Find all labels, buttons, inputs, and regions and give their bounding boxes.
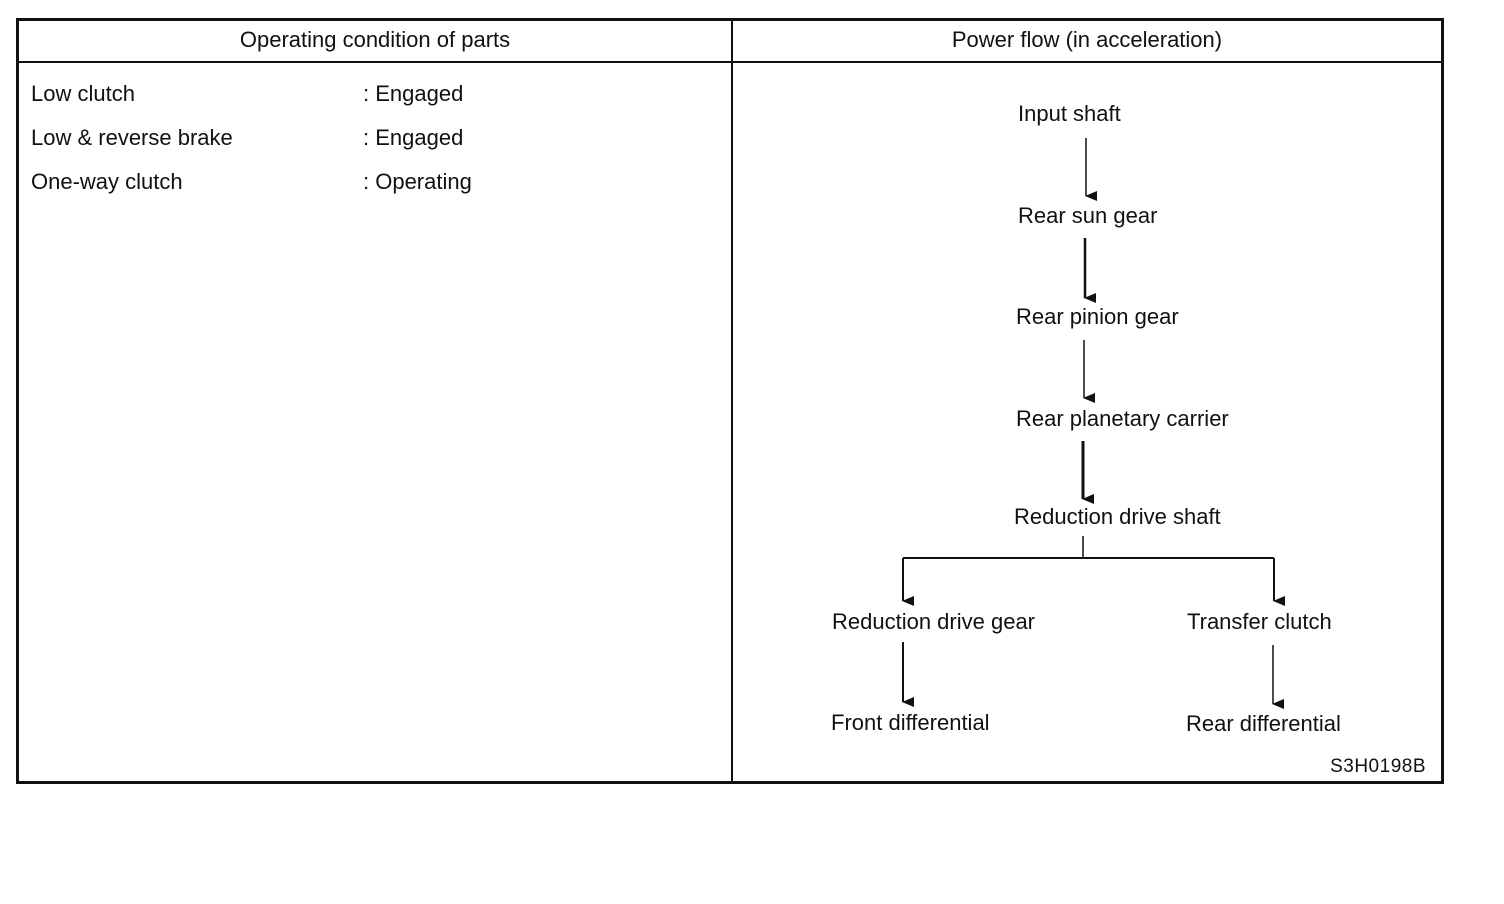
node-front-differential: Front differential: [831, 710, 990, 735]
condition-state: : Engaged: [363, 125, 464, 150]
node-rear-pinion-gear: Rear pinion gear: [1016, 304, 1179, 329]
power-flow-header: Power flow (in acceleration): [951, 27, 1223, 52]
figure-code: S3H0198B: [1330, 756, 1426, 777]
node-input-shaft: Input shaft: [1018, 101, 1121, 126]
column-divider: [731, 21, 733, 781]
condition-table: Operating condition of parts Power flow …: [16, 18, 1444, 784]
node-rear-differential: Rear differential: [1186, 711, 1341, 736]
node-rear-planetary-carrier: Rear planetary carrier: [1016, 406, 1229, 431]
condition-state: : Operating: [363, 169, 472, 194]
condition-part: Low clutch: [31, 81, 135, 106]
condition-part: Low & reverse brake: [31, 125, 233, 150]
condition-state: : Engaged: [363, 81, 464, 106]
condition-part: One-way clutch: [31, 169, 183, 194]
node-rear-sun-gear: Rear sun gear: [1018, 203, 1157, 228]
operating-condition-header: Operating condition of parts: [239, 27, 511, 52]
node-reduction-drive-gear: Reduction drive gear: [832, 609, 1035, 634]
header-divider: [19, 61, 1441, 63]
node-reduction-drive-shaft: Reduction drive shaft: [1014, 504, 1221, 529]
node-transfer-clutch: Transfer clutch: [1187, 609, 1332, 634]
